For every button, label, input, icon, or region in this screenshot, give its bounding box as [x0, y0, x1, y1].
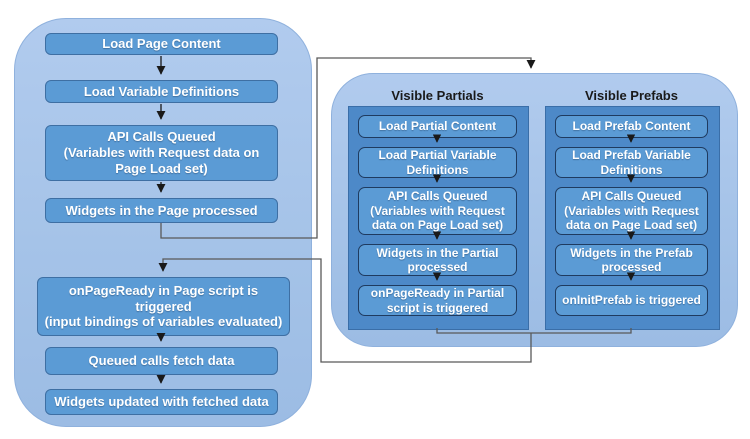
visible-partials-title: Visible Partials	[391, 88, 484, 103]
flow-step-api-calls-queued: API Calls Queued (Variables with Request…	[45, 125, 278, 181]
flow-step-load-page-content: Load Page Content	[45, 33, 278, 55]
prefab-step-widgets-processed: Widgets in the Prefab processed	[555, 244, 708, 276]
partial-step-widgets-processed: Widgets in the Partial processed	[358, 244, 517, 276]
partial-step-load-variable-definitions: Load Partial Variable Definitions	[358, 147, 517, 178]
prefab-step-load-content: Load Prefab Content	[555, 115, 708, 138]
visible-prefabs-title: Visible Prefabs	[585, 88, 678, 103]
prefab-step-oninitprefab-triggered: onInitPrefab is triggered	[555, 285, 708, 316]
partial-step-api-calls-queued: API Calls Queued (Variables with Request…	[358, 187, 517, 235]
prefab-step-api-calls-queued: API Calls Queued (Variables with Request…	[555, 187, 708, 235]
flow-step-widgets-updated: Widgets updated with fetched data	[45, 389, 278, 415]
flow-step-onpageready-triggered: onPageReady in Page script is triggered …	[37, 277, 290, 336]
flow-step-load-variable-definitions: Load Variable Definitions	[45, 80, 278, 103]
partial-step-load-content: Load Partial Content	[358, 115, 517, 138]
prefab-step-load-variable-definitions: Load Prefab Variable Definitions	[555, 147, 708, 178]
flow-step-queued-calls-fetch: Queued calls fetch data	[45, 347, 278, 375]
flow-step-widgets-processed: Widgets in the Page processed	[45, 198, 278, 223]
partial-step-onpageready-triggered: onPageReady in Partial script is trigger…	[358, 285, 517, 316]
